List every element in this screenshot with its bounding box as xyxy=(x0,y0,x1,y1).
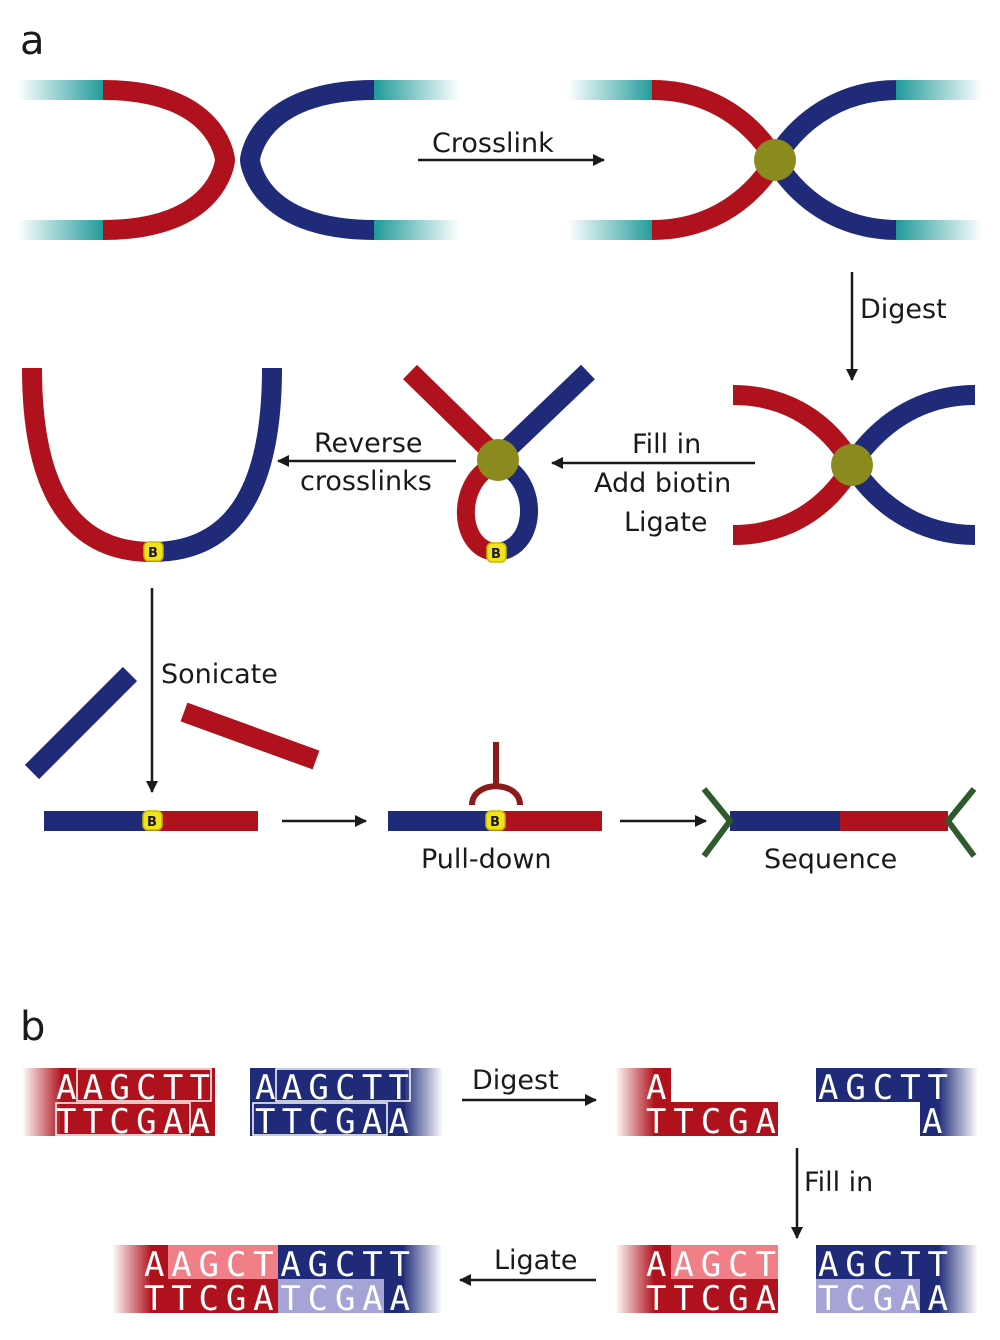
sequence-label: Sequence xyxy=(764,844,897,875)
filled-red-bottom-seq: TTCGA xyxy=(646,1279,776,1319)
add-biotin-label: Add biotin xyxy=(594,468,731,499)
teal-end-top-left xyxy=(18,80,104,100)
b-digest-label: Digest xyxy=(472,1065,559,1096)
filled-blue-new-bases xyxy=(816,1279,920,1313)
digested-blue-site: AGCTT A xyxy=(816,1068,978,1142)
ligated-loop: B xyxy=(403,364,595,563)
sonicated-fragments: B xyxy=(24,666,320,831)
panel-b-label: b xyxy=(20,1004,45,1050)
intact-red-site: AAGCTT TTCGAA xyxy=(22,1068,215,1142)
biotin-marker-loop xyxy=(486,542,507,563)
ligate-label: Ligate xyxy=(624,507,707,538)
filled-red-new-bases xyxy=(671,1245,778,1279)
red-arm xyxy=(403,364,505,466)
adapter-left xyxy=(701,787,734,858)
digested-blue-top xyxy=(816,1068,940,1102)
crosslink-protein xyxy=(754,139,796,181)
intact-blue-site: AAGCTT TTCGAA xyxy=(250,1068,443,1142)
blue-block-fade xyxy=(403,1068,443,1136)
digested-blue-fade xyxy=(938,1068,978,1136)
digested-chromatin xyxy=(732,385,976,545)
pulldown-blue xyxy=(388,811,496,831)
filled-blue-bottom-seq: TCGAA xyxy=(818,1279,948,1319)
ligation-product-blue xyxy=(44,811,154,831)
red-site-box-top xyxy=(76,1068,212,1102)
filled-red-site: AAGCT TTCGA xyxy=(615,1245,778,1319)
digest-label: Digest xyxy=(860,294,947,325)
filled-red-fade xyxy=(615,1245,655,1313)
blue-u-half xyxy=(151,367,282,562)
sequencing-product xyxy=(701,787,977,858)
sonicate-label: Sonicate xyxy=(161,659,278,690)
teal-end-bl-2 xyxy=(568,220,654,240)
ligation-product-red xyxy=(154,811,258,831)
biotin-label-fragment: B xyxy=(147,815,157,830)
biotin-marker-fragment xyxy=(142,810,163,831)
blue-small-loop xyxy=(494,460,538,561)
biotin-marker-u xyxy=(143,541,164,562)
ligated-red-fade xyxy=(112,1245,152,1313)
red-site-box-bottom xyxy=(55,1102,191,1136)
pulldown-red xyxy=(496,811,602,831)
digested-red-top xyxy=(653,1068,671,1102)
digested-blue-bottom xyxy=(920,1102,940,1136)
seq-red xyxy=(840,811,948,831)
streptavidin-bead xyxy=(469,783,523,806)
crosslink-protein-3 xyxy=(477,439,519,481)
adapter-right xyxy=(944,787,977,858)
biotin-label-pulldown: B xyxy=(490,815,500,830)
red-fragment-stray xyxy=(180,702,320,770)
blue-fragment-stray xyxy=(24,666,138,780)
filled-blue-site: AGCTT TCGAA xyxy=(816,1245,978,1319)
filled-blue-fade xyxy=(938,1245,978,1313)
blue-loop xyxy=(239,80,376,240)
teal-end-tl-2 xyxy=(568,80,654,100)
teal-end-br-2 xyxy=(896,220,982,240)
blue-site-box-top xyxy=(275,1068,411,1102)
pull-down-product: B xyxy=(388,742,602,831)
blue-site-box-bottom xyxy=(252,1102,388,1136)
teal-end-tr-2 xyxy=(896,80,982,100)
biotin-label-u: B xyxy=(148,546,158,561)
biotin-label-loop: B xyxy=(491,547,501,562)
b-fill-in-label: Fill in xyxy=(804,1167,873,1198)
red-u-half xyxy=(22,367,153,562)
teal-end-bottom-left xyxy=(18,220,104,240)
teal-end-top-right xyxy=(374,80,460,100)
digested-red-fade xyxy=(615,1068,655,1136)
ligated-blue-fade xyxy=(402,1245,442,1313)
reversed-u-fragment: B xyxy=(22,367,282,562)
crosslinked-chromatin xyxy=(568,80,982,240)
biotin-marker-pulldown xyxy=(485,810,506,831)
digested-red-bottom xyxy=(653,1102,778,1136)
ligated-red-new xyxy=(168,1245,278,1279)
digested-blue-bottom-seq: A xyxy=(922,1102,942,1142)
digested-red-site: A TTCGA xyxy=(615,1068,778,1142)
red-block xyxy=(60,1068,215,1136)
panel-a-label: a xyxy=(20,18,45,64)
reverse-label: Reverse xyxy=(314,428,423,459)
b-ligate-label: Ligate xyxy=(494,1245,577,1276)
crosslinks-label: crosslinks xyxy=(300,466,432,497)
ligated-blue-new xyxy=(278,1279,384,1313)
digested-red-bottom-seq: TTCGA xyxy=(646,1102,776,1142)
fill-in-label: Fill in xyxy=(632,429,701,460)
pull-down-label: Pull-down xyxy=(421,844,552,875)
digested-red-top-seq: A xyxy=(646,1068,666,1108)
crosslink-label: Crosslink xyxy=(432,128,554,159)
teal-end-bottom-right xyxy=(374,220,460,240)
red-loop xyxy=(102,80,236,240)
blue-arm xyxy=(491,364,595,466)
ligated-junction: AAGCTAGCTT TTCGATCGAA xyxy=(112,1245,442,1319)
seq-blue xyxy=(730,811,840,831)
red-small-loop xyxy=(457,460,498,561)
separate-chromatin-loops xyxy=(18,80,460,240)
crosslink-protein-2 xyxy=(831,444,873,486)
